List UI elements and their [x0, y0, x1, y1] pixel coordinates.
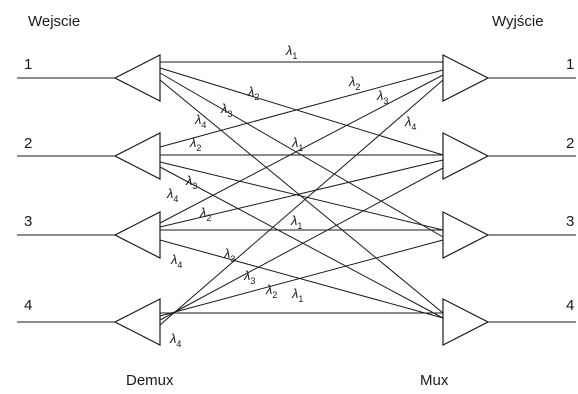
- mux-triangle-4: [442, 298, 490, 346]
- input-header: Wejscie: [28, 13, 80, 30]
- path-1-to-2: [159, 67, 444, 156]
- output-port-4: 4: [566, 297, 574, 314]
- path-3-to-1: [159, 74, 444, 224]
- input-port-1: 1: [24, 56, 32, 73]
- demux-triangle-4: [113, 298, 161, 346]
- wavelength-labels: λ1 λ2 λ3 λ4 λ2 λ3 λ4 λ2 λ1 λ3 λ4 λ2 λ1 λ…: [166, 43, 416, 349]
- wavelength-label: λ2: [189, 135, 201, 153]
- wavelength-label: λ2: [247, 84, 259, 102]
- wavelength-label: λ4: [194, 112, 206, 130]
- path-4-to-3: [159, 239, 444, 317]
- wavelength-paths: [159, 61, 444, 326]
- path-3-to-4: [159, 239, 444, 319]
- wavelength-label: λ4: [170, 252, 182, 270]
- path-4-to-1: [159, 79, 444, 326]
- wavelength-label: λ4: [404, 114, 416, 132]
- mux-triangle-2: [442, 132, 490, 180]
- wavelength-label: λ3: [185, 173, 197, 191]
- output-port-1: 1: [566, 56, 574, 73]
- input-port-4: 4: [24, 297, 32, 314]
- path-4-to-2: [159, 167, 444, 321]
- wavelength-label: λ2: [348, 74, 360, 92]
- path-3-to-2: [159, 159, 444, 228]
- demux-triangle-1: [113, 54, 161, 102]
- wavelength-label: λ1: [291, 286, 303, 304]
- path-2-to-1: [159, 69, 444, 148]
- wavelength-label: λ1: [291, 135, 303, 153]
- demux-triangle-3: [113, 211, 161, 259]
- output-port-3: 3: [566, 213, 574, 230]
- path-2-to-3: [159, 161, 444, 231]
- wavelength-label: λ1: [290, 213, 302, 231]
- demux-label: Demux: [126, 372, 174, 389]
- path-2-to-4: [159, 166, 444, 319]
- output-header: Wyjście: [492, 13, 544, 30]
- output-port-2: 2: [566, 135, 574, 152]
- mux-triangle-1: [442, 54, 490, 102]
- input-port-3: 3: [24, 213, 32, 230]
- wavelength-label: λ2: [265, 282, 277, 300]
- demux-triangle-2: [113, 132, 161, 180]
- input-port-2: 2: [24, 135, 32, 152]
- wavelength-label: λ3: [376, 88, 388, 106]
- mux-label: Mux: [420, 372, 449, 389]
- wavelength-label: λ4: [166, 186, 178, 204]
- wavelength-label: λ2: [199, 205, 211, 223]
- wavelength-label: λ3: [223, 246, 235, 264]
- mux-triangle-3: [442, 211, 490, 259]
- wavelength-label: λ4: [169, 331, 181, 349]
- path-1-to-3: [159, 72, 444, 238]
- wavelength-label: λ3: [243, 268, 255, 286]
- wavelength-label: λ1: [285, 43, 297, 61]
- wavelength-label: λ3: [220, 101, 232, 119]
